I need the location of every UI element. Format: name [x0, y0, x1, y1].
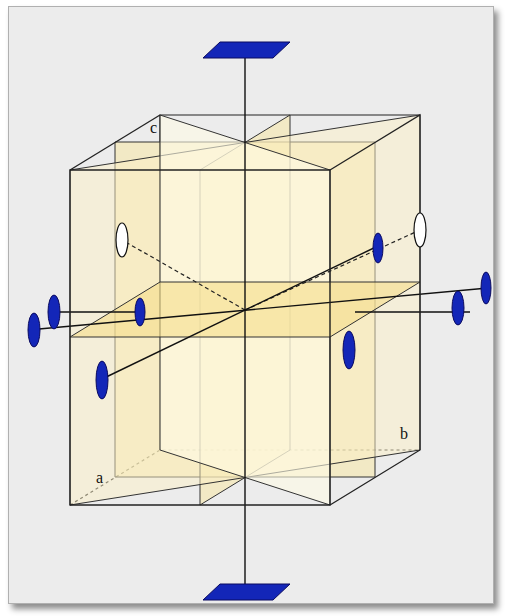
axis-label: b — [400, 426, 408, 442]
axis-label: c — [150, 120, 157, 136]
axis-label: a — [96, 470, 103, 486]
